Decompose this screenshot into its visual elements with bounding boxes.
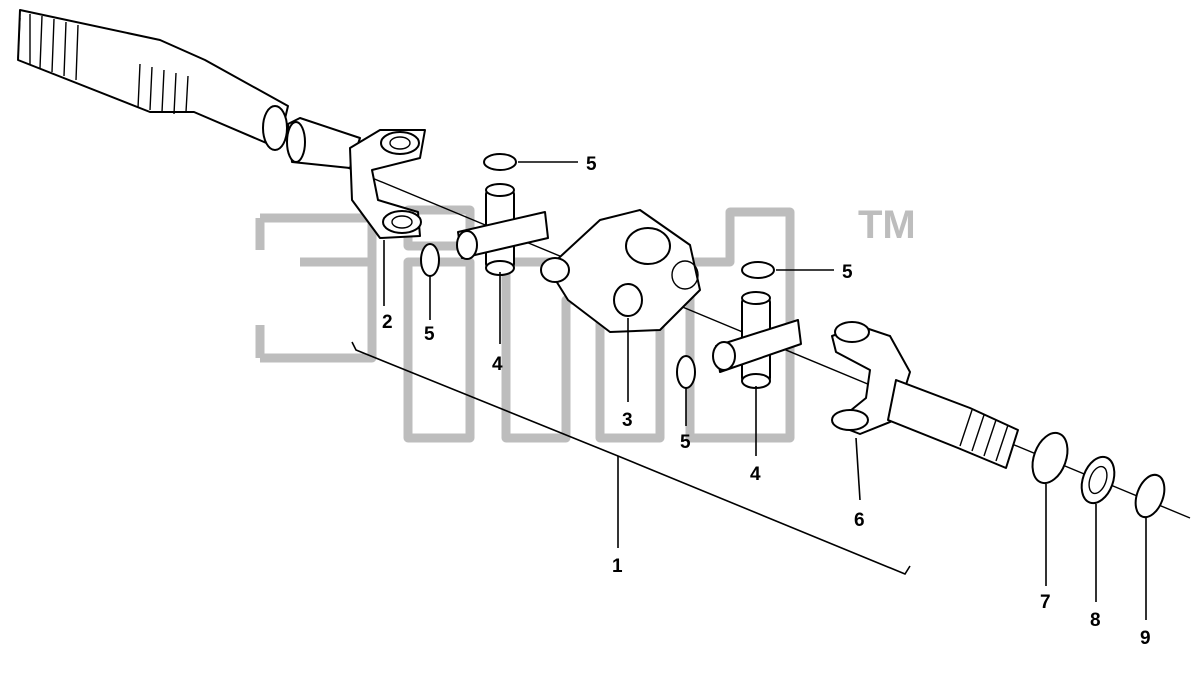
callout-6: 6 bbox=[854, 510, 865, 531]
callout-5-top: 5 bbox=[586, 154, 597, 175]
yoke-right bbox=[831, 321, 1019, 469]
splined-shaft bbox=[17, 9, 361, 169]
circlip-left bbox=[420, 243, 440, 277]
callout-5-lower: 5 bbox=[680, 432, 691, 453]
callout-9: 9 bbox=[1140, 628, 1151, 649]
callout-7: 7 bbox=[1040, 592, 1051, 613]
callout-5-mid: 5 bbox=[842, 262, 853, 283]
assembly-bracket bbox=[351, 341, 911, 575]
circlip-lower bbox=[676, 355, 696, 389]
center-coupling-yoke bbox=[540, 209, 701, 333]
thrust-washer bbox=[1031, 431, 1069, 485]
leader-lines bbox=[383, 161, 1147, 620]
callout-4-upper: 4 bbox=[492, 354, 503, 375]
toothed-lock-washer bbox=[1080, 455, 1116, 505]
yoke-left bbox=[349, 129, 426, 239]
universal-joint-cross-upper bbox=[456, 183, 549, 276]
callout-5-left: 5 bbox=[424, 324, 435, 345]
circlip-mid bbox=[741, 261, 775, 279]
universal-joint-cross-lower bbox=[712, 291, 802, 389]
callout-2: 2 bbox=[382, 312, 393, 333]
snap-ring-end bbox=[1134, 473, 1166, 519]
callout-8: 8 bbox=[1090, 610, 1101, 631]
callout-3: 3 bbox=[622, 410, 633, 431]
circlip-top bbox=[483, 153, 517, 171]
watermark-trademark: TM bbox=[858, 203, 916, 247]
callout-4-lower: 4 bbox=[750, 464, 761, 485]
callout-1: 1 bbox=[612, 556, 623, 577]
